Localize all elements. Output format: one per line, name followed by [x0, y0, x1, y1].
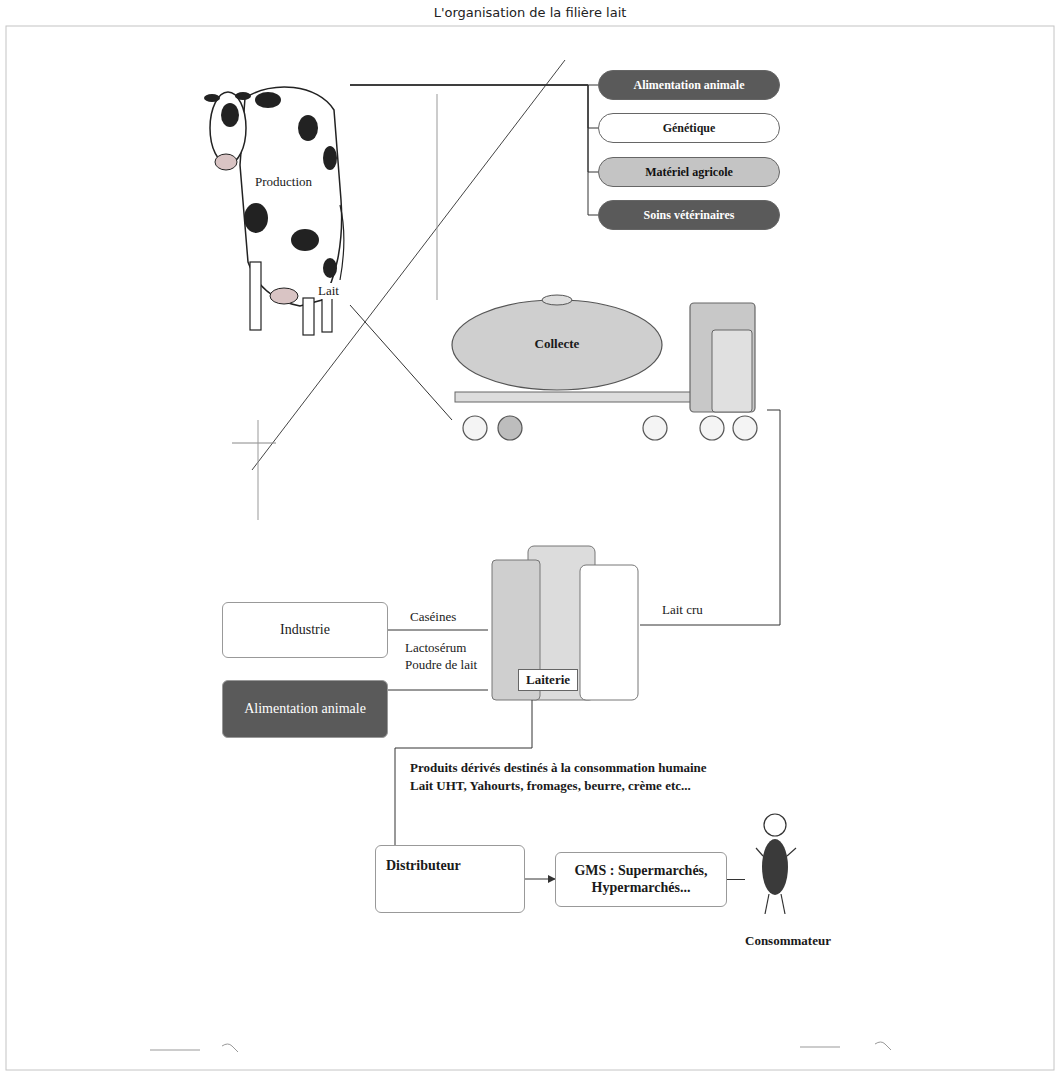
truck-wheel [700, 416, 724, 440]
connector-line [727, 879, 745, 880]
input-pill: Soins vétérinaires [598, 200, 780, 230]
cow-spot [298, 115, 318, 141]
node-label: Collecte [452, 336, 662, 352]
input-pill: Alimentation animale [598, 70, 780, 100]
free-label: Produits dérivés destinés à la consommat… [410, 760, 850, 776]
connector-line [350, 85, 598, 128]
cow-udder [270, 288, 298, 304]
node-label: Soins vétérinaires [644, 208, 735, 222]
truck-wheel [463, 416, 487, 440]
tank-hatch [542, 295, 572, 305]
node-label: Alimentation animale [244, 701, 366, 718]
truck-tank [452, 300, 662, 390]
truck-cab [690, 303, 755, 412]
scan-mark [800, 1042, 891, 1050]
node-label: Matériel agricole [645, 165, 733, 179]
connector-label: Lait [316, 283, 341, 299]
node-label: Consommateur [745, 933, 831, 949]
connector-line [350, 305, 452, 420]
connector-line [525, 879, 555, 880]
connector-line [350, 85, 598, 172]
dairy-node: Laiterie [488, 545, 640, 700]
scan-mark [150, 1044, 238, 1052]
input-pill: Matériel agricole [598, 157, 780, 187]
crop-line [258, 420, 259, 520]
truck-wheel [733, 416, 757, 440]
cow-ear [235, 92, 251, 100]
feed-box: Alimentation animale [222, 680, 388, 738]
distributor-box: Distributeur [375, 845, 525, 913]
node-label: Laiterie [518, 669, 578, 691]
connector-line [350, 85, 598, 215]
dairy-building [492, 546, 638, 700]
connector-line [388, 690, 488, 691]
truck-chassis [455, 392, 700, 402]
cow-spot [323, 146, 337, 170]
figure-arm [787, 848, 796, 856]
figure-arm [756, 848, 763, 856]
cow-muzzle [215, 154, 237, 170]
tanker-truck [452, 295, 757, 440]
cow-leg [303, 298, 314, 335]
building-block [580, 565, 638, 700]
cow-leg [250, 262, 261, 330]
connector-line [640, 410, 780, 625]
figure-body [762, 839, 788, 895]
truck-node: Collecte [452, 292, 767, 442]
node-label: Génétique [663, 121, 716, 135]
figure-leg [765, 894, 769, 914]
connector-line [388, 630, 488, 631]
cow-head [210, 92, 246, 164]
consumer-figure [756, 814, 796, 914]
node-label: Distributeur [386, 858, 461, 875]
node-label: Industrie [280, 622, 330, 639]
crop-line [437, 94, 438, 300]
truck-wheel [498, 416, 522, 440]
crop-line [232, 443, 276, 444]
figure-leg [781, 894, 785, 914]
input-pill: Génétique [598, 113, 780, 143]
retail-box: GMS : Supermarchés, Hypermarchés... [555, 852, 727, 907]
cow-tail [340, 205, 344, 280]
node-label: GMS : Supermarchés, Hypermarchés... [564, 863, 718, 897]
free-label: Poudre de lait [405, 657, 477, 673]
cow-spot [244, 203, 268, 233]
node-label: Alimentation animale [634, 78, 745, 92]
cow-illustration [204, 87, 344, 335]
cow-spot [323, 258, 337, 278]
industry-box: Industrie [222, 602, 388, 658]
connector-label: Lait cru [660, 602, 705, 618]
cow-spot [221, 103, 239, 127]
cow-ear [204, 94, 220, 102]
consumer-node: Consommateur [745, 805, 875, 955]
truck-wheel [643, 416, 667, 440]
cab-door [712, 330, 752, 412]
connector-label: Caséines [408, 609, 458, 625]
page-frame [6, 26, 1054, 1070]
figure-head [764, 814, 786, 836]
diagram-title: L'organisation de la filière lait [0, 5, 1060, 20]
node-label: Production [253, 174, 314, 190]
cow-spot [255, 92, 281, 108]
free-label: Lactosérum [405, 640, 466, 656]
cow-spot [291, 229, 319, 251]
free-label: Lait UHT, Yahourts, fromages, beurre, cr… [410, 778, 850, 794]
